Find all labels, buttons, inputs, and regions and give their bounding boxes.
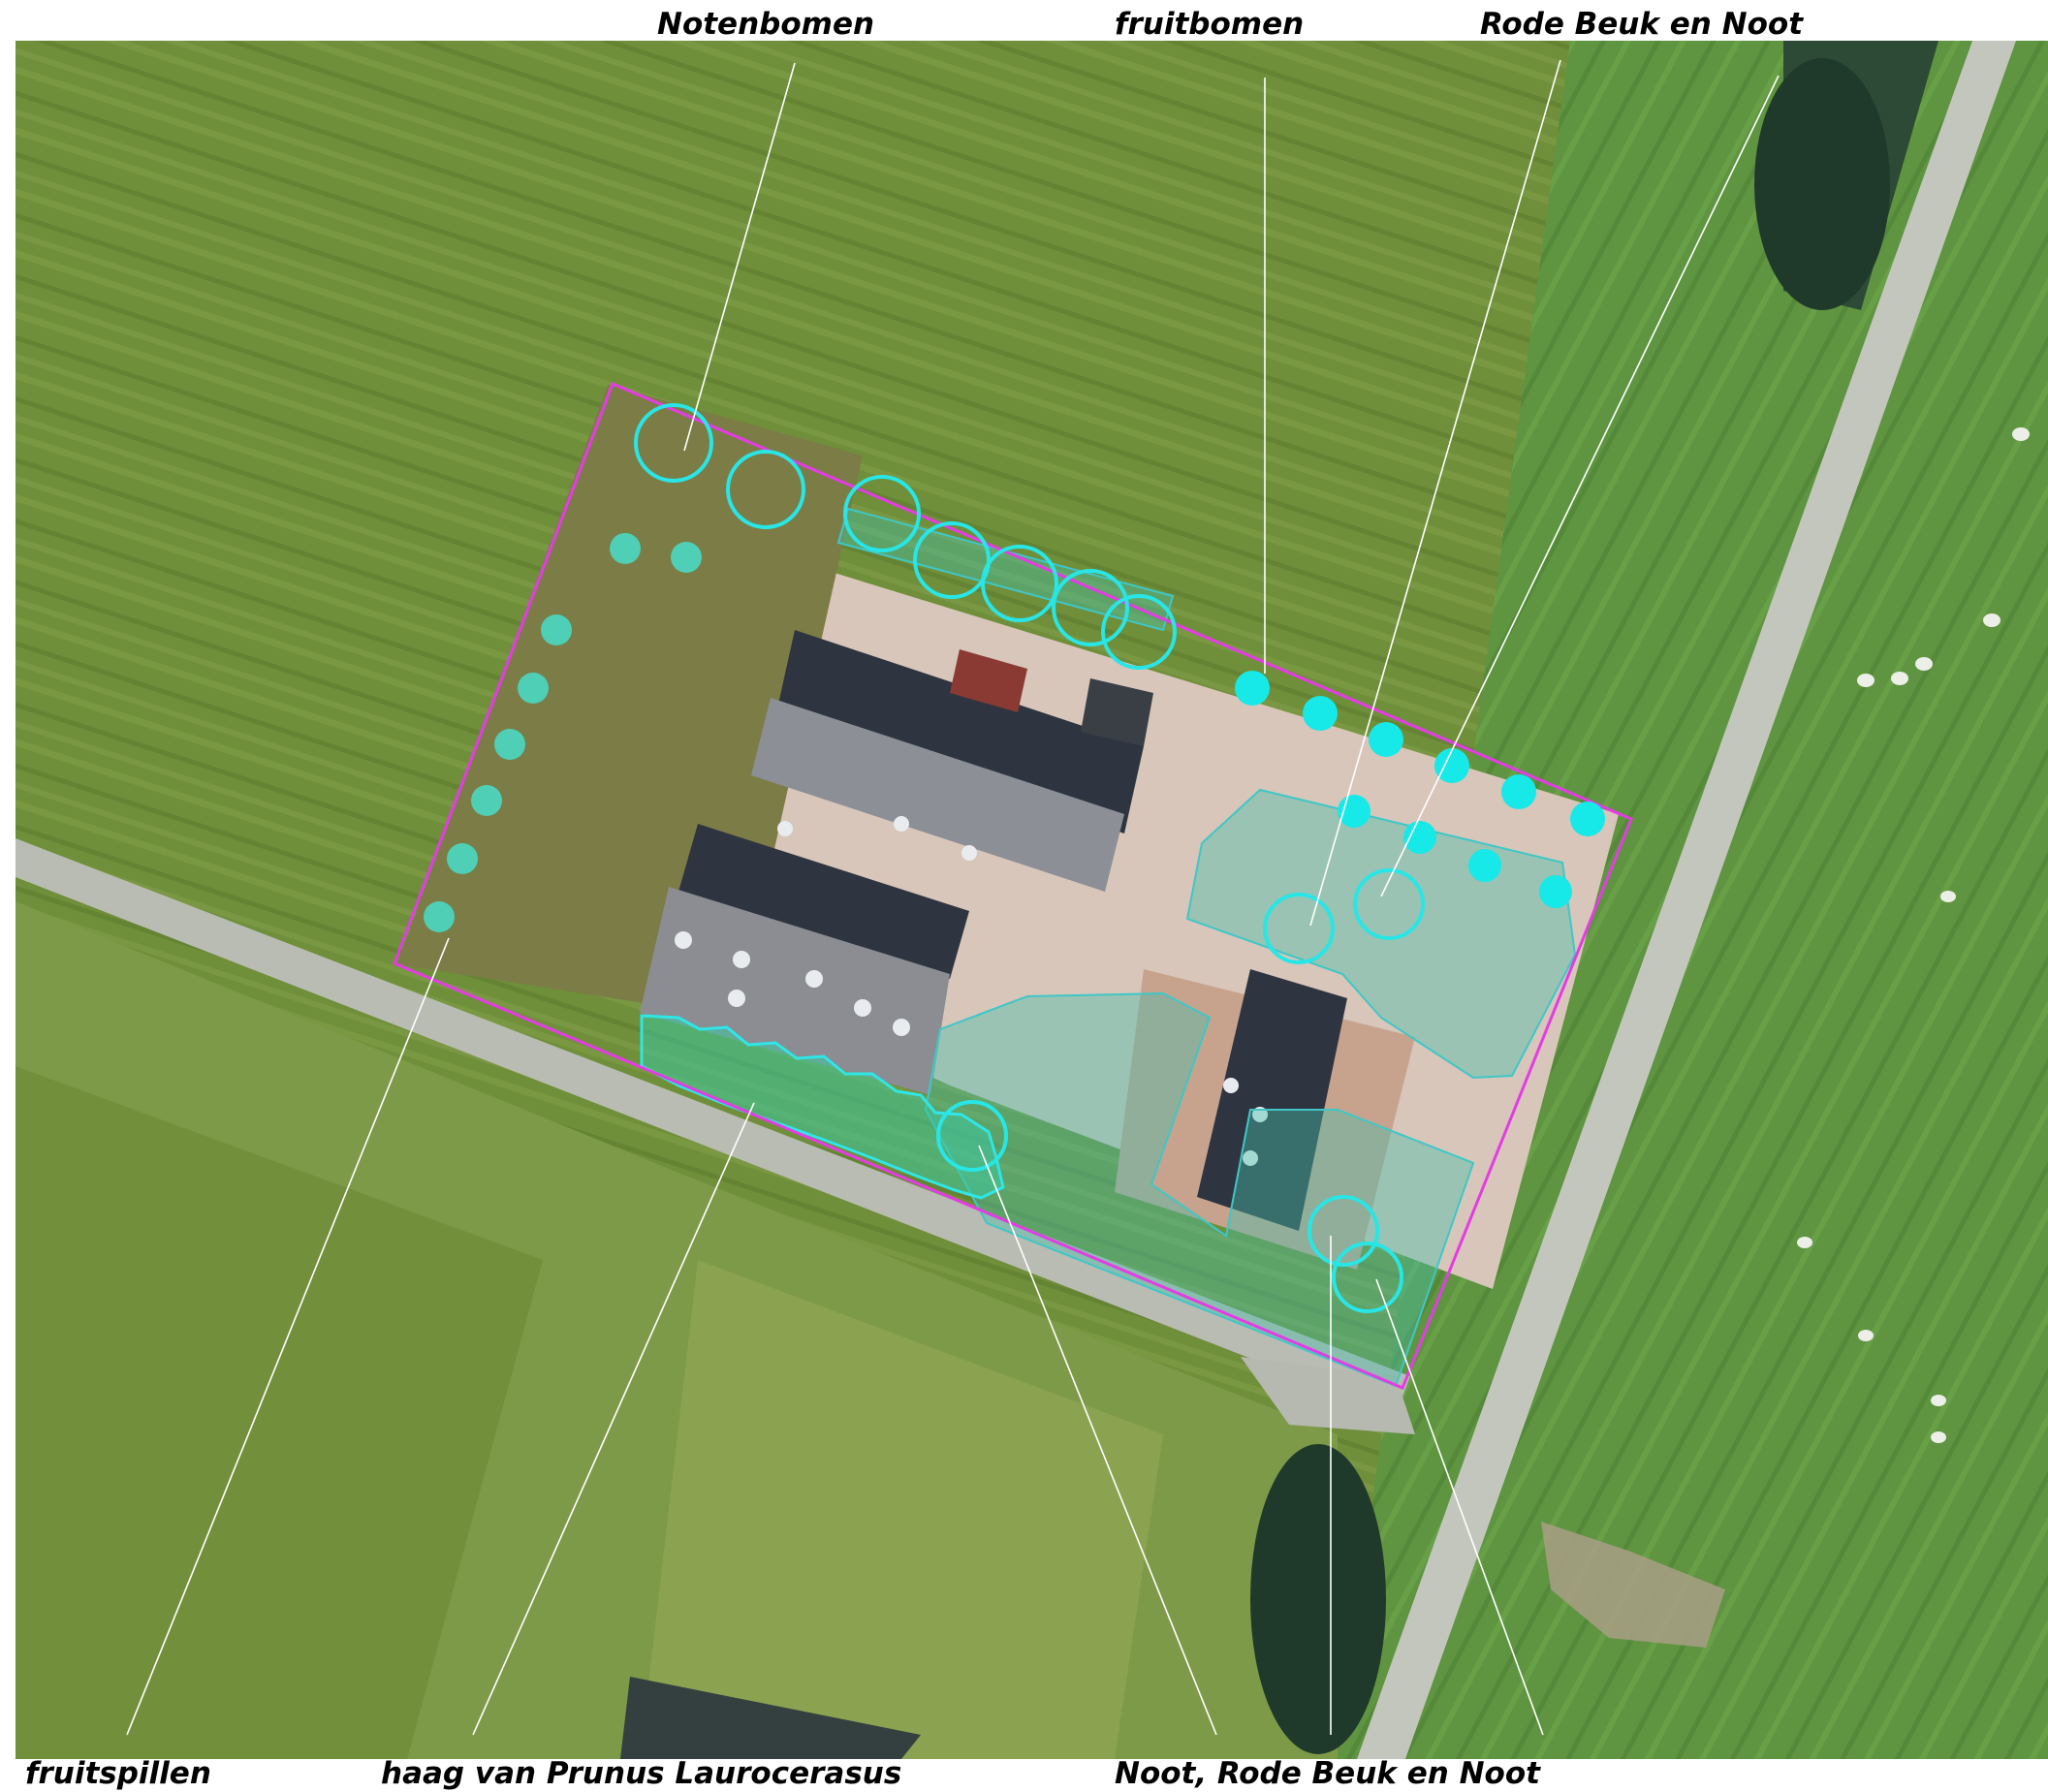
label-haag: haag van Prunus Laurocerasus — [381, 1756, 901, 1791]
label-noot-rode-beuk-en-noot: Noot, Rode Beuk en Noot — [1115, 1756, 1541, 1791]
fruit-spindle-dot — [494, 729, 525, 760]
fruit-spindle-dot — [471, 785, 502, 816]
nut-tree-symbols — [634, 403, 1425, 1313]
map-labels: Notenbomen fruitbomen Rode Beuk en Noot … — [25, 7, 1804, 1791]
leader-rode-beuk-1 — [1309, 59, 1561, 927]
fruit-tree-dot — [1434, 748, 1469, 783]
fruit-spindle-dot — [610, 533, 641, 564]
tree-circle — [1052, 569, 1129, 646]
tree-circle — [936, 1100, 1008, 1172]
leader-haag — [472, 1102, 755, 1736]
hedge-strip — [640, 1014, 1005, 1200]
tree-circle — [1332, 1242, 1403, 1313]
tree-circle — [981, 545, 1058, 622]
tree-circle — [1308, 1195, 1379, 1267]
fruit-spindle-symbols — [424, 533, 702, 932]
fruit-tree-dot — [1468, 849, 1501, 882]
tree-circle — [634, 403, 713, 483]
label-rode-beuk-en-noot: Rode Beuk en Noot — [1480, 7, 1804, 42]
leader-noot-3 — [1375, 1278, 1544, 1736]
roof-spots — [675, 816, 1268, 1166]
label-fruitspillen: fruitspillen — [25, 1756, 211, 1791]
fruit-spindle-dot — [447, 843, 478, 874]
fruit-tree-dot — [1539, 875, 1572, 908]
fruit-spindle-dot — [671, 542, 702, 573]
tree-circle — [1263, 893, 1335, 964]
fruit-spindle-dot — [518, 673, 549, 704]
aerial-photo — [16, 41, 2048, 1759]
fruit-tree-dot — [1369, 722, 1403, 757]
leader-rode-beuk-2 — [1380, 75, 1780, 897]
fruit-tree-dot — [1303, 696, 1338, 731]
tree-circle — [1353, 868, 1425, 940]
fruit-tree-dot — [1501, 774, 1536, 809]
leader-noot-1 — [978, 1145, 1217, 1736]
leader-notenbomen — [683, 62, 796, 452]
barns — [640, 630, 1347, 1231]
leader-fruitspillen — [126, 937, 450, 1736]
plot-boundary — [393, 382, 1633, 1390]
fruit-tree-dot — [1235, 671, 1270, 706]
fruit-spindle-dot — [424, 901, 455, 932]
tree-circle — [1101, 594, 1177, 670]
sheep — [1797, 427, 2030, 1443]
leader-lines — [126, 59, 1780, 1736]
fruit-spindle-dot — [541, 614, 572, 645]
tree-circle — [843, 475, 921, 552]
label-notenbomen: Notenbomen — [657, 7, 874, 42]
tree-circle — [726, 450, 805, 529]
fruit-tree-dot — [1570, 802, 1605, 836]
fruit-tree-dot — [1403, 821, 1436, 854]
fruit-tree-dot — [1338, 795, 1371, 828]
label-fruitbomen: fruitbomen — [1115, 7, 1304, 42]
